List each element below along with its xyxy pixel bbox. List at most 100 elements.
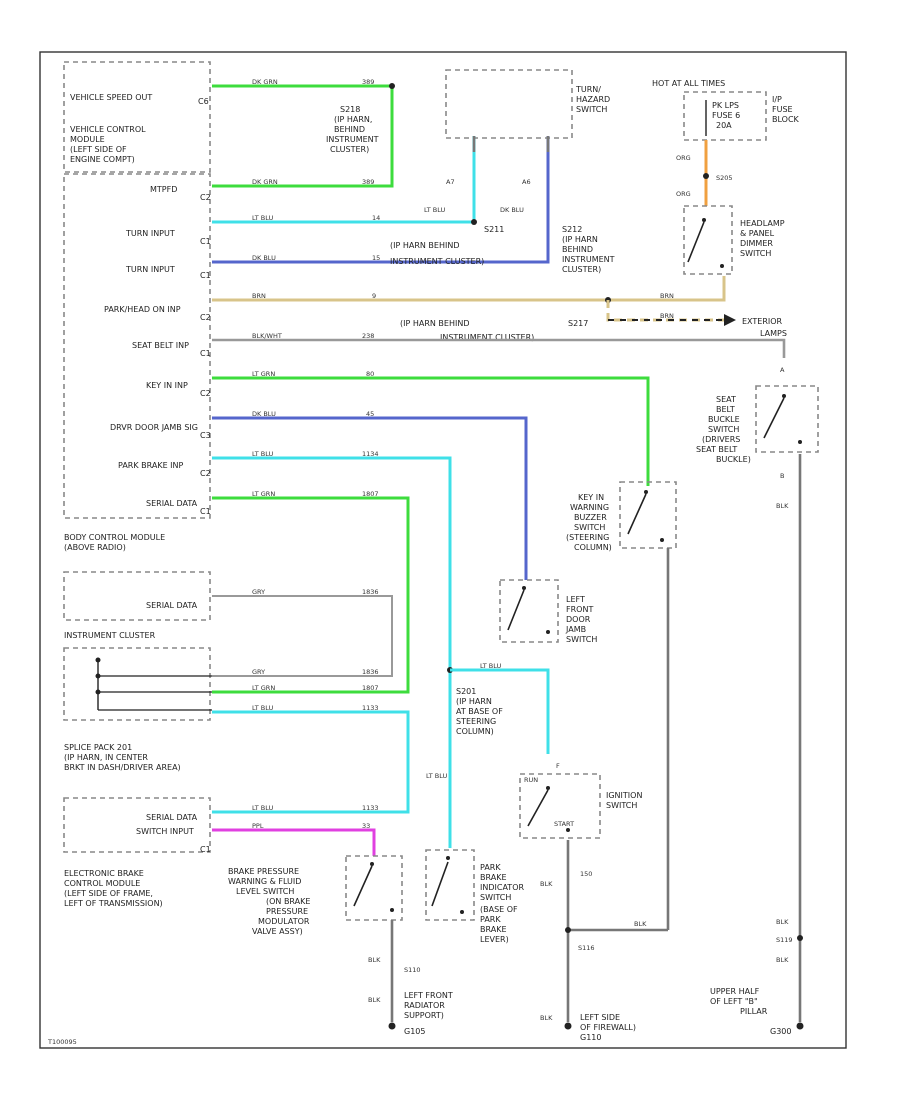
exterior-lamps-label-0: EXTERIOR: [742, 317, 783, 326]
ebcm-name-0: ELECTRONIC BRAKE: [64, 869, 144, 878]
wire-blk-wht-label: BLK/WHT: [252, 332, 282, 340]
wire-dk-grn-label-b: DK GRN: [252, 178, 278, 186]
wire-gry-label-a: GRY: [252, 588, 265, 596]
park-brake-label-7: LEVER): [480, 935, 509, 944]
s201-label-2: AT BASE OF: [456, 707, 503, 716]
wire-blk-label-seat: BLK: [776, 502, 789, 510]
turn-hazard-label-0: TURN/: [575, 85, 601, 94]
ignition-run-label: RUN: [524, 776, 538, 784]
wire-9-label: 9: [372, 292, 376, 300]
wire-brn-park-head: [212, 276, 726, 302]
seat-belt-label-5: SEAT BELT: [696, 445, 737, 454]
door-jamb-label-3: JAMB: [565, 625, 586, 634]
s218-label-4: CLUSTER): [330, 145, 369, 154]
ignition-switch-box: [519, 773, 601, 839]
bcm-c2-label-b: C2: [200, 313, 211, 322]
door-jamb-switch-box: [499, 579, 559, 643]
key-in-contact-b: [660, 538, 664, 542]
s218-label-0: S218: [340, 105, 360, 114]
brake-pressure-label-1: WARNING & FLUID: [228, 877, 301, 886]
reference-code: T100095: [47, 1038, 77, 1046]
wire-lt-grn-key-in: [212, 376, 650, 486]
wire-33-label: 33: [362, 822, 370, 830]
brake-pressure-switch-box: [345, 855, 403, 921]
bcm-park-head-label: PARK/HEAD ON INP: [104, 305, 181, 314]
s218-label-1: (IP HARN,: [334, 115, 372, 124]
wire-389-label-a: 389: [362, 78, 374, 86]
pin-a7-label: A7: [446, 178, 455, 186]
s211-label-1: (IP HARN BEHIND: [390, 241, 459, 250]
junction-s119: [797, 935, 803, 941]
s212-label-1: (IP HARN: [562, 235, 598, 244]
wire-brn-label-a: BRN: [252, 292, 266, 300]
wire-brn-label-c: BRN: [660, 312, 674, 320]
ground-pillar-2: PILLAR: [740, 1007, 768, 1016]
bcm-c2-label-a: C2: [200, 193, 211, 202]
park-brake-switch-blade: [431, 861, 449, 907]
wire-blk-label-join: BLK: [634, 920, 647, 928]
fuse-label-1: FUSE 6: [712, 111, 740, 120]
hot-at-all-times-label: HOT AT ALL TIMES: [652, 79, 725, 88]
wire-389-label-b: 389: [362, 178, 374, 186]
wire-lt-grn-serial: [212, 496, 410, 694]
headlamp-switch-box: [683, 205, 733, 275]
ground-rad-0: LEFT FRONT: [404, 991, 453, 1000]
key-in-label-4: (STEERING: [566, 533, 609, 542]
ground-pillar-1: OF LEFT "B": [710, 997, 758, 1006]
s217-desc-0: (IP HARN BEHIND: [400, 319, 469, 328]
key-in-switch-box: [619, 481, 677, 549]
vcm-speed-out-label: VEHICLE SPEED OUT: [70, 93, 152, 102]
wire-dk-blu-turn: [212, 136, 550, 264]
vcm-name-2: (LEFT SIDE OF: [70, 145, 127, 154]
brake-pressure-label-4: PRESSURE: [266, 907, 308, 916]
wire-1807-label-b: 1807: [362, 684, 379, 692]
s212-label-0: S212: [562, 225, 582, 234]
bcm-name-1: (ABOVE RADIO): [64, 543, 126, 552]
wire-dk-grn-label-a: DK GRN: [252, 78, 278, 86]
bcm-serial-data-label: SERIAL DATA: [146, 499, 198, 508]
instrument-cluster-box: [63, 647, 211, 721]
ebcm-name-1: CONTROL MODULE: [64, 879, 140, 888]
seat-belt-label-4: (DRIVERS: [702, 435, 740, 444]
ground-symbol-fw: [564, 1022, 572, 1030]
door-jamb-label-0: LEFT: [566, 595, 585, 604]
ebcm-name-3: LEFT OF TRANSMISSION): [64, 899, 163, 908]
wire-blk-label-brake-a: BLK: [368, 956, 381, 964]
bcm-c1-label-d: C1: [200, 507, 211, 516]
wire-gry-label-b: GRY: [252, 668, 265, 676]
key-in-label-2: BUZZER: [574, 513, 607, 522]
ground-symbol-rad: [388, 1022, 396, 1030]
bcm-c3-label: C3: [200, 431, 211, 440]
vcm-c6-label: C6: [198, 97, 209, 106]
seat-belt-label-1: BELT: [716, 405, 735, 414]
brake-pressure-label-0: BRAKE PRESSURE: [228, 867, 299, 876]
wire-15-label: 15: [372, 254, 380, 262]
pin-a-seat-label: A: [780, 366, 785, 374]
s218-label-2: BEHIND: [334, 125, 365, 134]
ignition-contact-start: [566, 828, 570, 832]
vcm-name-0: VEHICLE CONTROL: [70, 125, 146, 134]
pin-a6-label: A6: [522, 178, 531, 186]
wire-14-label: 14: [372, 214, 380, 222]
seat-belt-switch-box: [755, 385, 819, 453]
s212-label-2: BEHIND: [562, 245, 593, 254]
ignition-label-0: IGNITION: [606, 791, 642, 800]
wire-lt-blu-label-b: LT BLU: [424, 206, 446, 214]
bcm-c2-label-c: C2: [200, 389, 211, 398]
wire-lt-blu-1133: [212, 710, 410, 814]
brake-pressure-label-3: (ON BRAKE: [266, 897, 310, 906]
key-in-switch-blade: [627, 493, 647, 535]
ground-pillar-3: G300: [770, 1027, 791, 1036]
key-in-label-0: KEY IN: [578, 493, 604, 502]
splice-node-1: [95, 673, 101, 679]
brake-pressure-switch-blade: [353, 865, 373, 907]
wire-gry-serial: [212, 595, 393, 677]
brake-pressure-label-5: MODULATOR: [258, 917, 310, 926]
headlamp-switch-blade: [687, 221, 705, 263]
wire-lt-grn-label-b: LT GRN: [252, 490, 275, 498]
wire-org-label-b: ORG: [676, 190, 691, 198]
bcm-turn-input-1: TURN INPUT: [125, 229, 175, 238]
ebcm-box: [63, 797, 211, 853]
key-in-label-1: WARNING: [570, 503, 609, 512]
